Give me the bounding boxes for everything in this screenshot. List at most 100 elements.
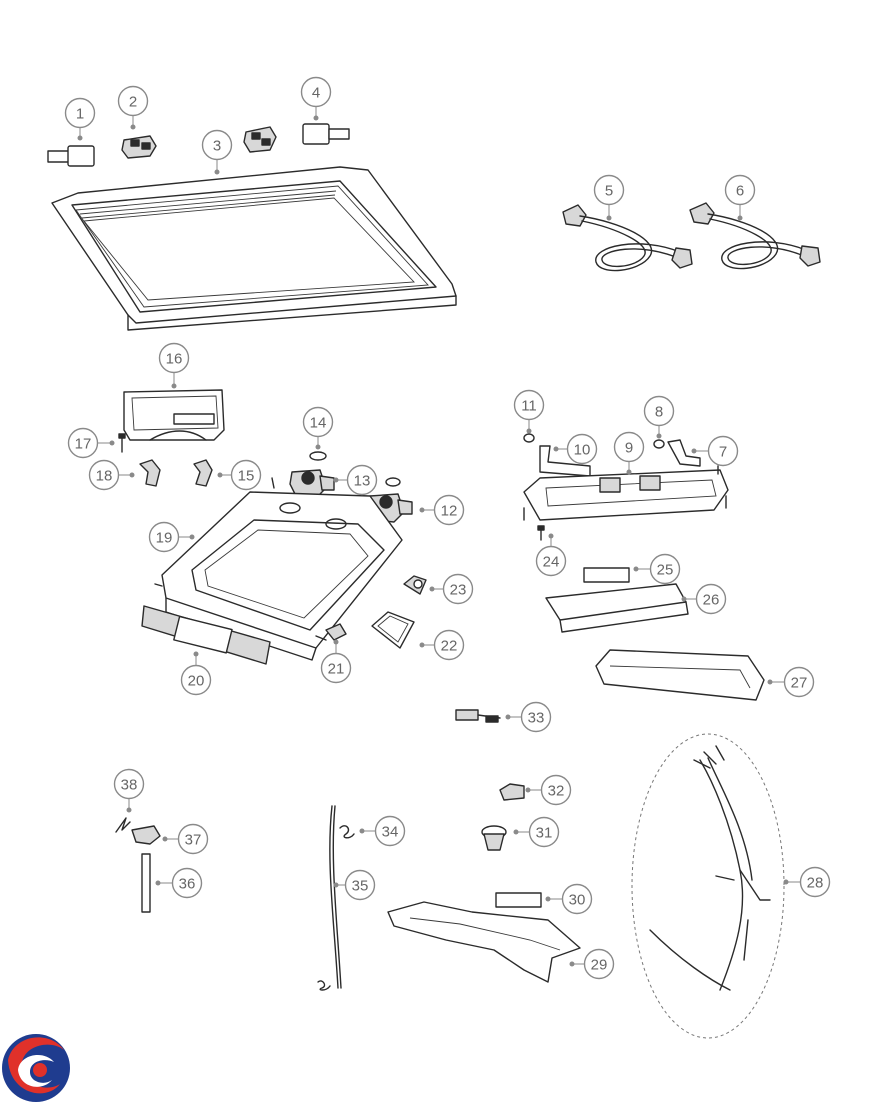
callout-circle <box>158 342 190 374</box>
callout-leader-dot <box>193 651 199 657</box>
callout-number: 27 <box>791 675 808 692</box>
callout-circle <box>117 85 149 117</box>
callout-number: 5 <box>605 183 613 200</box>
callout-circle <box>148 521 180 553</box>
part-30-label <box>495 892 542 908</box>
callout-circle <box>180 664 212 696</box>
callout-circle <box>799 866 831 898</box>
callout-number: 9 <box>625 440 633 457</box>
callout-circle <box>88 459 120 491</box>
part-31-pressure-sensor <box>481 825 507 851</box>
callout-11: 11 <box>513 389 545 434</box>
callout-leader-dot <box>656 433 662 439</box>
callout-29: 29 <box>569 948 615 980</box>
callout-circle <box>302 406 334 438</box>
callout-leader-dot <box>333 882 339 888</box>
part-32-bracket <box>499 783 525 801</box>
callout-circle <box>649 553 681 585</box>
callout-leader-dot <box>737 215 743 221</box>
callout-number: 29 <box>591 957 608 974</box>
callout-9: 9 <box>613 431 645 475</box>
callout-leader-dot <box>333 639 339 645</box>
callout-circle <box>346 464 378 496</box>
part-3-glass-lid <box>51 166 457 331</box>
callout-24: 24 <box>535 533 567 577</box>
callout-circle <box>695 583 727 615</box>
part-27-board-housing <box>595 649 765 701</box>
callout-number: 30 <box>569 892 586 909</box>
callout-circle <box>201 129 233 161</box>
callout-leader-dot <box>129 472 135 478</box>
callout-leader-dot <box>217 472 223 478</box>
part-11-clamp <box>523 433 535 443</box>
callout-number: 8 <box>655 404 663 421</box>
part-1-hinge-pin <box>47 145 95 167</box>
part-5-inlet-hose <box>562 204 693 272</box>
callout-19: 19 <box>148 521 195 553</box>
part-drawings <box>47 123 821 1039</box>
brand-swirl-logo <box>2 1034 70 1102</box>
callout-30: 30 <box>545 883 593 915</box>
part-15-clip <box>193 459 213 487</box>
callout-leader-dot <box>783 879 789 885</box>
callout-circle <box>177 823 209 855</box>
callout-number: 3 <box>213 138 221 155</box>
part-28-wire-harness <box>631 733 785 1039</box>
callout-25: 25 <box>633 553 681 585</box>
callout-38: 38 <box>113 768 145 813</box>
callout-number: 24 <box>543 554 560 571</box>
callout-leader-dot <box>126 807 132 813</box>
part-24-screw <box>537 525 545 541</box>
callout-leader-dot <box>214 169 220 175</box>
callout-number: 26 <box>703 592 720 609</box>
callout-circle <box>566 433 598 465</box>
callout-22: 22 <box>419 629 465 661</box>
callout-circle <box>561 883 593 915</box>
callout-leader-dot <box>606 215 612 221</box>
callout-33: 33 <box>505 701 552 733</box>
callout-number: 14 <box>310 415 327 432</box>
callout-circle <box>374 815 406 847</box>
callout-13: 13 <box>333 464 378 496</box>
callout-circle <box>783 666 815 698</box>
callout-3: 3 <box>201 129 233 175</box>
callout-circle <box>67 427 99 459</box>
callout-number: 1 <box>76 106 84 123</box>
callout-leader-dot <box>419 507 425 513</box>
callout-circle <box>540 774 572 806</box>
callout-number: 18 <box>96 468 113 485</box>
callout-circle <box>724 174 756 206</box>
callout-number: 2 <box>129 94 137 111</box>
callout-leader-dot <box>189 534 195 540</box>
callout-circle <box>442 573 474 605</box>
callout-number: 20 <box>188 673 205 690</box>
callout-8: 8 <box>643 395 675 439</box>
callout-number: 28 <box>807 875 824 892</box>
callout-number: 35 <box>352 878 369 895</box>
callout-circle <box>707 435 739 467</box>
callout-number: 4 <box>312 85 320 102</box>
callout-leader-dot <box>429 586 435 592</box>
callout-leader-dot <box>162 836 168 842</box>
callout-leader-dot <box>767 679 773 685</box>
part-25-label <box>583 567 630 583</box>
callout-number: 17 <box>75 436 92 453</box>
callout-leader-dot <box>130 124 136 130</box>
callout-number: 37 <box>185 832 202 849</box>
part-34-clip <box>339 825 355 839</box>
part-18-clip <box>139 459 161 487</box>
callout-16: 16 <box>158 342 190 389</box>
callout-circle <box>613 431 645 463</box>
part-7-hose <box>667 439 701 467</box>
callout-number: 6 <box>736 183 744 200</box>
callout-number: 33 <box>528 710 545 727</box>
part-33-connector <box>455 709 501 723</box>
callout-circle <box>583 948 615 980</box>
part-29-base-sheet <box>387 901 581 983</box>
callout-leader-dot <box>633 566 639 572</box>
callout-18: 18 <box>88 459 135 491</box>
callout-37: 37 <box>162 823 209 855</box>
callout-number: 7 <box>719 444 727 461</box>
callout-leader-dot <box>171 383 177 389</box>
